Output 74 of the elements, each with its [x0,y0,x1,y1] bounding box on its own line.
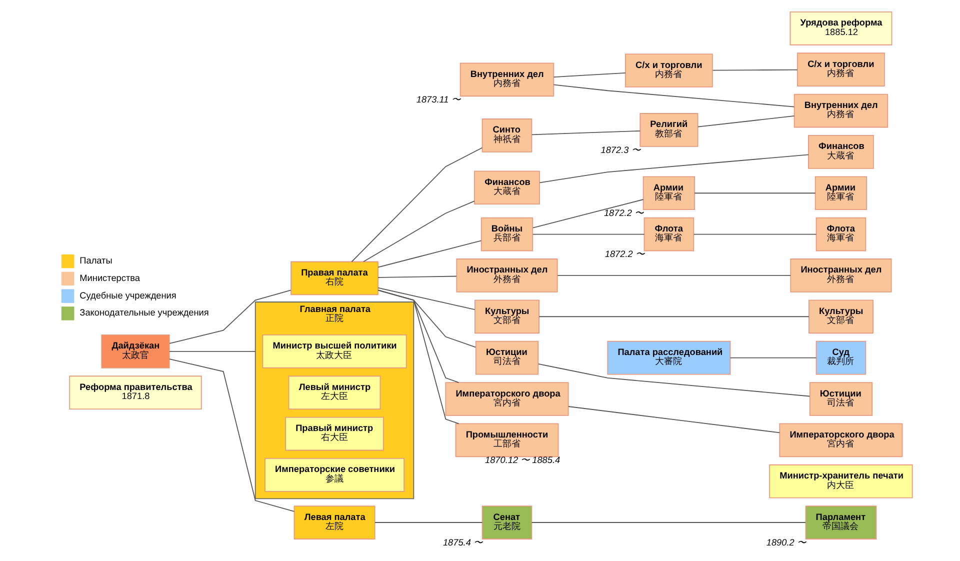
connector [531,130,641,136]
node-box: Армии 陸軍省 [642,176,696,210]
node-box: Парламент 帝国議会 [805,506,877,540]
node-box: Правая палата 右院 [290,261,378,296]
node-box: С/х и торговли 内務省 [797,52,885,87]
node-label: 1872.2 〜 [604,249,644,260]
connector [168,350,256,352]
node-box: Урядова реформа 1885.12 [790,11,892,46]
connector [693,234,817,235]
connector [374,522,483,523]
connector [553,72,626,78]
node-box: Иностранных дел 外務省 [456,258,558,292]
node-box: Императорские советники 参議 [264,458,405,492]
connector [531,522,806,523]
connector [539,154,809,184]
legend-label: Министерства [80,272,140,283]
node-box: Культуры 文部省 [474,300,540,334]
legend-label: Судебные учреждения [80,290,176,300]
connector [378,276,457,278]
node-box: С/х и торговли 内務省 [625,54,713,88]
node-label: 1870.12 〜 1885.4 [485,455,560,466]
node-box: Синто 神祇省 [482,118,532,152]
connector [698,115,795,128]
node-box: Финансов 大蔵省 [474,170,540,205]
node-box: Юстиции 司法省 [475,340,539,375]
node-box: Министр-хранитель печати 内大臣 [769,464,913,498]
node-box: Внутренних дел 内務省 [460,62,554,97]
node-box: Сенат 元老院 [482,506,532,540]
connector [351,147,483,262]
node-box: Флота 海軍省 [644,217,694,252]
connector [378,290,460,424]
node-box: Министр высшей политики 太政大臣 [262,334,407,368]
node-box: Левый министр 左大臣 [288,376,381,410]
connector [532,199,644,228]
legend-label: Палаты [80,256,112,266]
node-label: 1873.11 〜 [416,94,460,105]
node-label: 1890.2 〜 [766,537,806,548]
node-box: Армии 陸軍省 [814,176,868,210]
node-box: Императорского двора 宮内省 [779,423,903,458]
connector [553,84,795,108]
legend-label: Законодательные учреждения [80,308,209,318]
node-box: Палата расследований 大審院 [607,340,731,375]
node-box: Императорского двора 宮内省 [445,382,569,416]
connector [712,69,798,71]
node-box: Дайдзёкан 太政官 [101,334,170,368]
connector [557,275,791,276]
connector [169,358,295,512]
node-box: Внутренних дел 内務省 [794,94,888,128]
node-box: Промышленности 工部省 [455,423,559,458]
node-label: 1875.4 〜 [442,537,482,548]
connector [378,290,460,383]
node-label: 1872.3 〜 [600,144,640,155]
connector [538,364,810,397]
node-box: Левая палата 左院 [294,506,376,540]
node-box: Суд 裁判所 [816,340,866,375]
connector [363,200,475,262]
node-box: Юстиции 司法省 [809,382,873,416]
node-box: Иностранных дел 外務省 [790,258,892,292]
connector [378,287,476,310]
connector [538,316,810,318]
connector [378,240,482,268]
node-label: 1872.2 〜 [604,208,644,218]
connector [532,234,645,235]
node-box: Войны 兵部省 [480,217,534,252]
node-box: Правый министр 右大臣 [285,416,384,451]
node-box: Реформа правительства 1871.8 [69,376,202,410]
connector [730,357,817,358]
node-box: Религий 教部省 [640,113,698,147]
node-box: Финансов 大蔵省 [808,135,874,169]
connector [694,192,816,194]
node-box: Флота 海軍省 [816,217,866,252]
node-box: Культуры 文部省 [808,300,874,334]
connector [169,290,292,344]
connector [568,406,780,434]
